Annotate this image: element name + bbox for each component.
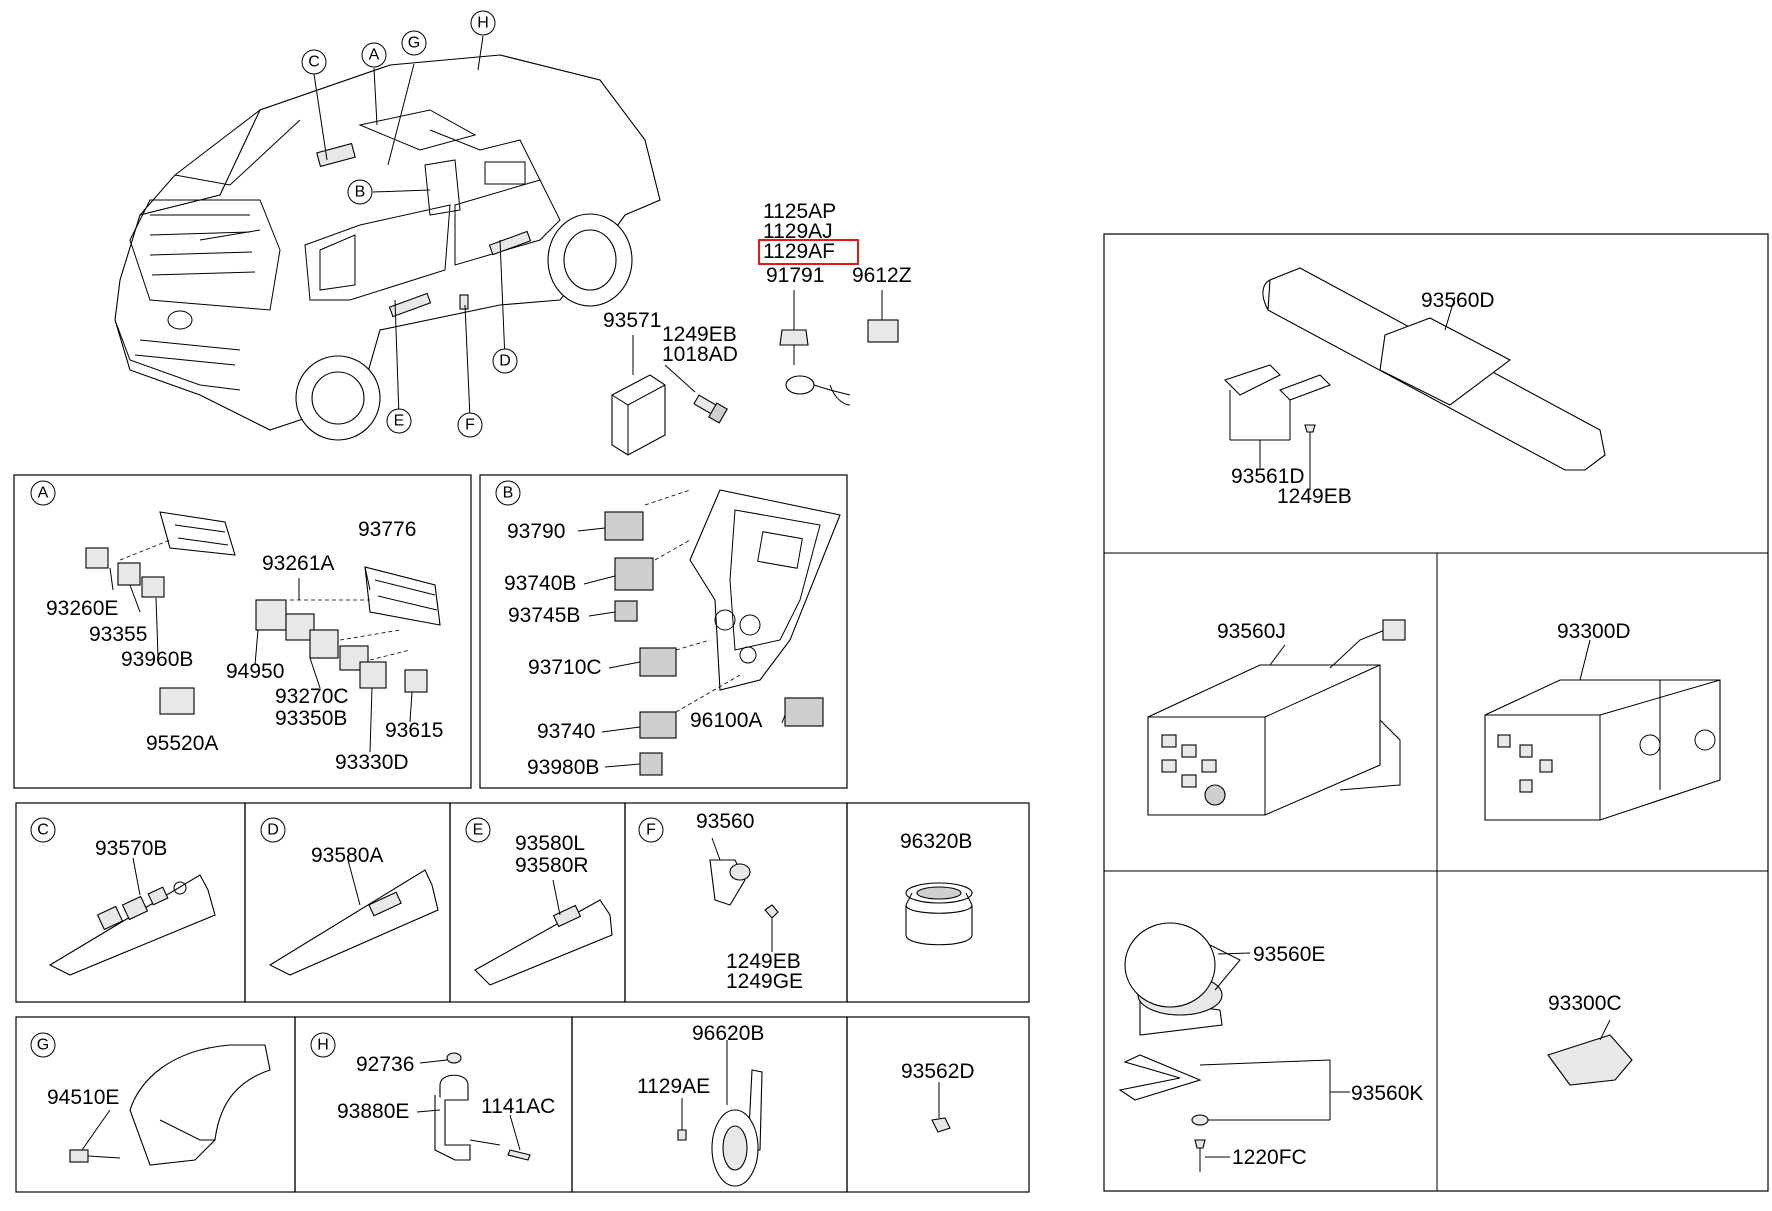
callout-G-letter: G: [408, 35, 420, 52]
section-C-marker: C: [30, 817, 56, 843]
callout-B: B: [347, 179, 373, 205]
part-label: 1129AE: [637, 1075, 710, 1098]
callout-C: C: [301, 49, 327, 75]
part-label: 93745B: [508, 604, 580, 627]
part-label: 1141AC: [481, 1095, 555, 1118]
part-label: 93571: [603, 309, 661, 332]
part-label: 94950: [226, 660, 284, 683]
row-2: [15, 802, 1030, 1003]
callout-H: H: [470, 10, 496, 36]
section-C-letter: C: [37, 822, 49, 839]
part-label: 1125AP: [763, 200, 836, 223]
callout-D-letter: D: [499, 353, 511, 370]
part-label: 9612Z: [852, 264, 912, 287]
row-3: [15, 1016, 1030, 1193]
part-label: 93261A: [262, 552, 334, 575]
section-A-marker: A: [30, 480, 56, 506]
part-label: 93350B: [275, 707, 347, 730]
vehicle-callouts: [313, 35, 506, 419]
callout-B-letter: B: [355, 184, 366, 201]
part-label: 1249EB: [662, 323, 737, 346]
part-label: 93980B: [527, 756, 599, 779]
part-label: 93560E: [1253, 943, 1325, 966]
section-G-letter: G: [37, 1037, 49, 1054]
part-label: 93300D: [1557, 620, 1631, 643]
part-label: 95520A: [146, 732, 218, 755]
section-F-letter: F: [646, 822, 656, 839]
part-label: 94510E: [47, 1086, 119, 1109]
part-label: 96620B: [692, 1022, 764, 1045]
part-label: 93560D: [1421, 289, 1495, 312]
top-parts: [611, 290, 899, 456]
part-label: 93300C: [1548, 992, 1622, 1015]
section-D-letter: D: [267, 822, 279, 839]
callout-H-letter: H: [477, 15, 489, 32]
part-label: 93562D: [901, 1060, 975, 1083]
part-label: 96100A: [690, 709, 762, 732]
vehicle-illustration: [114, 54, 661, 441]
section-B-marker: B: [495, 480, 521, 506]
part-label: 93580A: [311, 844, 383, 867]
section-F-marker: F: [638, 817, 664, 843]
part-label: 93330D: [335, 751, 409, 774]
callout-A-letter: A: [369, 47, 380, 64]
part-label: 1018AD: [662, 343, 738, 366]
right-panel: [1103, 233, 1769, 1192]
part-labels: 1125AP 1129AJ 1129AF 91791 9612Z 93571 1…: [46, 200, 1631, 1169]
part-label: 93960B: [121, 648, 193, 671]
section-H-letter: H: [317, 1037, 329, 1054]
part-label: 1249GE: [726, 970, 803, 993]
part-label: 93270C: [275, 685, 349, 708]
part-label: 92736: [356, 1053, 414, 1076]
part-label: 93880E: [337, 1100, 409, 1123]
part-label: 1249EB: [1277, 485, 1352, 508]
part-label: 96320B: [900, 830, 972, 853]
part-label: 1220FC: [1232, 1146, 1307, 1169]
highlight-box: [758, 239, 859, 265]
section-G-marker: G: [30, 1032, 56, 1058]
part-label: 93776: [358, 518, 416, 541]
section-E-letter: E: [473, 822, 484, 839]
part-label: 93260E: [46, 597, 118, 620]
callout-D: D: [492, 348, 518, 374]
section-A-letter: A: [38, 485, 49, 502]
part-label: 91791: [766, 264, 824, 287]
part-label: 93570B: [95, 837, 167, 860]
part-label: 93710C: [528, 656, 602, 679]
section-B-letter: B: [503, 485, 514, 502]
callout-F: F: [457, 412, 483, 438]
section-B: [479, 474, 848, 789]
section-D-marker: D: [260, 817, 286, 843]
part-label-highlighted: 1129AF: [763, 240, 835, 263]
callout-C-letter: C: [308, 54, 320, 71]
callout-F-letter: F: [465, 417, 475, 434]
part-label: 93561D: [1231, 465, 1305, 488]
part-label: 93740B: [504, 572, 576, 595]
part-label: 93615: [385, 719, 443, 742]
section-A: [13, 474, 472, 789]
callout-E-letter: E: [394, 413, 405, 430]
part-label: 93580R: [515, 854, 589, 877]
part-label: 93560J: [1217, 620, 1286, 643]
part-label: 93740: [537, 720, 595, 743]
part-label: 93790: [507, 520, 565, 543]
callout-G: G: [401, 30, 427, 56]
section-H-marker: H: [310, 1032, 336, 1058]
letter-circles: C A G H B D E F A B C D E F G H: [30, 10, 664, 1058]
part-label: 93355: [89, 623, 147, 646]
part-label: 1249EB: [726, 950, 801, 973]
callout-E: E: [386, 408, 412, 434]
section-E-marker: E: [465, 817, 491, 843]
part-label: 1129AJ: [763, 220, 833, 243]
callout-A: A: [361, 42, 387, 68]
part-label: 93580L: [515, 832, 585, 855]
part-label: 93560K: [1351, 1082, 1423, 1105]
part-label: 93560: [696, 810, 754, 833]
